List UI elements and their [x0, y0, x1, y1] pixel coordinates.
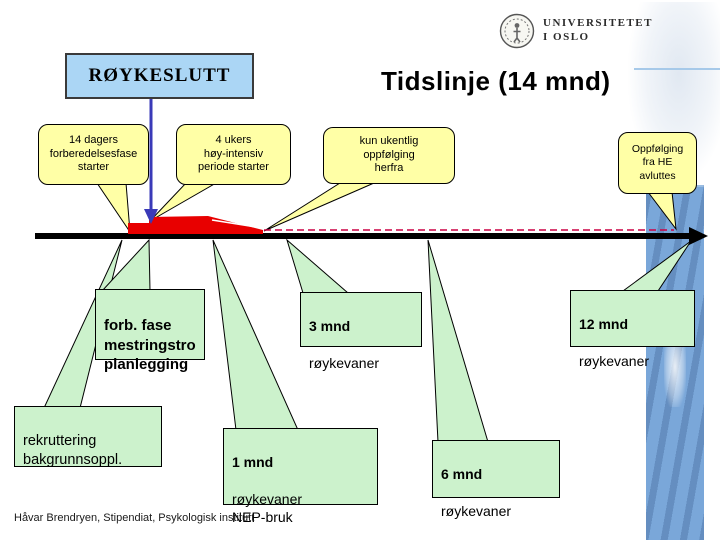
measure-box-rekruttering-body: rekruttering bakgrunnsoppl.: [23, 432, 123, 468]
measure-box-6mnd-title: 6 mnd: [441, 466, 483, 483]
measure-box-forb-fase: forb. fase mestringstro planlegging: [95, 289, 205, 373]
intensive-callout-tail: [149, 182, 218, 222]
measure-box-forb-title: forb. fase mestringstro planlegging: [104, 316, 196, 374]
university-logo: UNIVERSITETET I OSLO: [499, 13, 653, 49]
callout-followup-ends: Oppfølging fra HE avluttes: [618, 132, 697, 194]
uio-wordmark-line2: I OSLO: [543, 31, 590, 43]
measure-box-12mnd: 12 mnd røykevaner: [570, 290, 695, 369]
m12-tail: [621, 240, 692, 292]
callout-prep-phase: 14 dagers forberedelsesfase starter: [38, 124, 149, 185]
callout-intensive-period: 4 ukers høy-intensiv periode starter: [176, 124, 291, 185]
measure-box-3mnd: 3 mnd røykevaner: [300, 292, 422, 371]
forb-tail: [100, 238, 151, 292]
measure-box-3mnd-body: røykevaner: [309, 354, 380, 371]
statue-figure-silhouette: [664, 345, 686, 407]
m6-tail: [427, 239, 489, 443]
followup-callout-tail: [646, 191, 677, 231]
uio-seal-icon: [499, 13, 535, 49]
wedge-highlight-line: [211, 219, 257, 228]
m3-tail: [286, 238, 350, 294]
topic-box: RØYKESLUTT: [65, 53, 254, 99]
weekly-callout-tail: [263, 182, 375, 232]
measure-box-6mnd: 6 mnd røykevaner: [432, 440, 560, 519]
page-title: Tidslinje (14 mnd): [381, 66, 611, 96]
measure-box-6mnd-body: røykevaner: [441, 502, 512, 519]
measure-box-1mnd: 1 mnd røykevaner NEP-bruk: [223, 428, 378, 525]
start-arrowhead-icon: [144, 209, 158, 224]
uio-wordmark-line1: UNIVERSITETET: [543, 17, 653, 30]
measure-tails: [43, 238, 692, 443]
measure-box-3mnd-title: 3 mnd: [309, 318, 351, 335]
measure-box-12mnd-title: 12 mnd: [579, 316, 629, 333]
measure-box-12mnd-body: røykevaner: [579, 352, 650, 369]
measure-box-1mnd-title: 1 mnd: [232, 454, 274, 471]
prep-callout-tail: [96, 182, 131, 234]
m1-tail: [212, 239, 299, 431]
author-footer: Håvar Brendryen, Stipendiat, Psykologisk…: [14, 512, 255, 524]
header-divider-line: [634, 68, 720, 70]
statue-column-background-image: [646, 185, 704, 540]
timeline-arrowhead-icon: [689, 227, 708, 245]
uio-wordmark: UNIVERSITETET I OSLO: [543, 17, 653, 45]
measure-box-1mnd-body: røykevaner NEP-bruk: [232, 490, 303, 525]
intensive-phase-wedge: [128, 216, 263, 234]
callout-weekly-followup: kun ukentlig oppfølging herfra: [323, 127, 455, 184]
measure-box-rekruttering: rekruttering bakgrunnsoppl.: [14, 406, 162, 468]
